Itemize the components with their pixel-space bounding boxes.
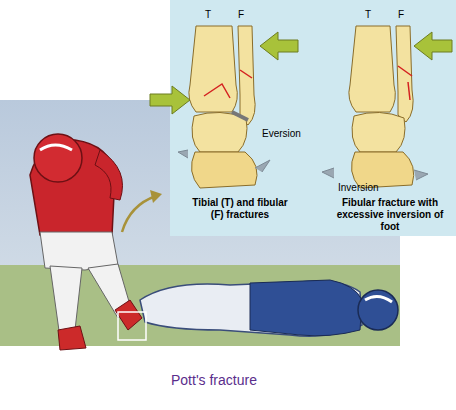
bone-letter: F [238, 9, 244, 21]
panel-caption: Tibial (T) and fibular (F) fractures [185, 197, 295, 221]
motion-arrow [414, 170, 428, 180]
motion-arrow [255, 160, 270, 172]
right-ankle [349, 26, 414, 188]
bone-letter: F [398, 9, 404, 21]
bone-letter: T [365, 9, 371, 21]
motion-arrow [322, 168, 334, 178]
force-arrow [150, 86, 190, 114]
panel-caption: Fibular fracture with excessive inversio… [330, 197, 450, 233]
pointer-arrowhead [150, 190, 162, 203]
pointer-arrow [122, 196, 156, 232]
motion-arrow [178, 150, 188, 158]
blue-player [118, 280, 398, 340]
force-arrow [414, 32, 452, 60]
inset-background [170, 0, 456, 236]
bone-letter: T [205, 9, 211, 21]
left-ankle [189, 26, 257, 188]
red-player [30, 134, 142, 350]
figure-caption: Pott's fracture [171, 372, 257, 388]
motion-label: Eversion [262, 128, 301, 140]
force-arrow [260, 32, 298, 60]
motion-label: Inversion [338, 182, 379, 194]
